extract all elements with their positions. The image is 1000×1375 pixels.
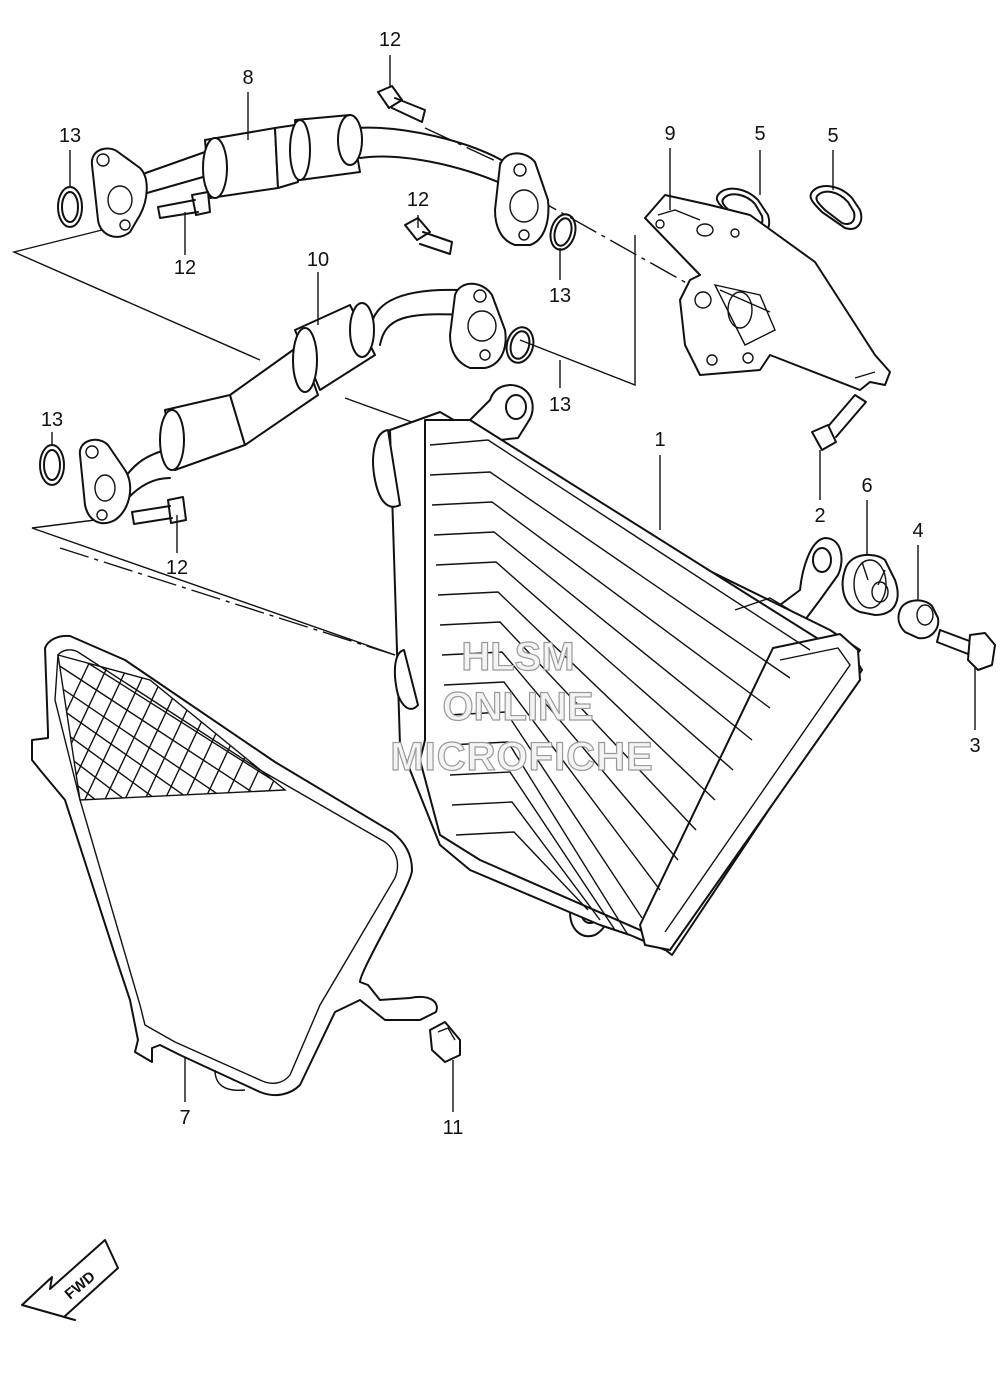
callout-3: 3 (969, 735, 980, 757)
callout-12b: 12 (174, 257, 196, 279)
watermark-line1: HLSM (461, 635, 574, 679)
grommet[interactable] (841, 553, 899, 616)
callout-11: 10 (307, 249, 329, 271)
callout-2: 2 (814, 505, 825, 527)
callout-9: 8 (242, 67, 253, 89)
oil-cooler[interactable] (372, 384, 863, 956)
callout-13b: 13 (549, 285, 571, 307)
bolt-12-c[interactable] (404, 217, 453, 255)
callout-13d: 13 (41, 409, 63, 431)
fwd-arrow-icon (21, 1239, 119, 1321)
callout-12c: 12 (407, 189, 429, 211)
callout-12a: 12 (379, 29, 401, 51)
callout-13c: 13 (549, 394, 571, 416)
callout-leaders (51, 55, 976, 1112)
oil-hose-upper[interactable] (90, 114, 550, 246)
callout-10: 9 (664, 123, 675, 145)
callout-5b: 5 (827, 125, 838, 147)
cooler-cover[interactable] (20, 580, 438, 1097)
bolt-2[interactable] (811, 394, 867, 451)
cooler-fins (429, 439, 811, 936)
watermark: HLSM ONLINE MICROFICHE (390, 634, 654, 779)
callout-8: 7 (179, 1107, 190, 1129)
bolt-7[interactable] (429, 1021, 461, 1063)
callout-4: 4 (912, 520, 923, 542)
bolt-3[interactable] (936, 629, 996, 671)
collar[interactable] (897, 599, 940, 640)
bolt-12-d[interactable] (131, 496, 187, 525)
callout-12d: 12 (166, 557, 188, 579)
callout-5a: 5 (754, 123, 765, 145)
callout-1: 1 (654, 429, 665, 451)
bolts-12[interactable] (131, 85, 453, 525)
callout-6: 6 (861, 475, 872, 497)
fwd-arrow: FWD (21, 1239, 119, 1321)
watermark-line3: MICROFICHE (390, 735, 653, 779)
oil-hose-lower[interactable] (78, 282, 507, 525)
union-bracket[interactable] (644, 194, 891, 391)
callout-7: 11 (443, 1117, 464, 1139)
callout-labels: 12 8 13 9 5 5 12 12 10 13 13 13 1 6 2 4 … (41, 29, 981, 1139)
watermark-line2: ONLINE (442, 685, 593, 729)
callout-13a: 13 (59, 125, 81, 147)
bolt-12-a[interactable] (377, 85, 426, 123)
reference-lines (11, 127, 691, 656)
bolt-12-b[interactable] (157, 191, 211, 219)
